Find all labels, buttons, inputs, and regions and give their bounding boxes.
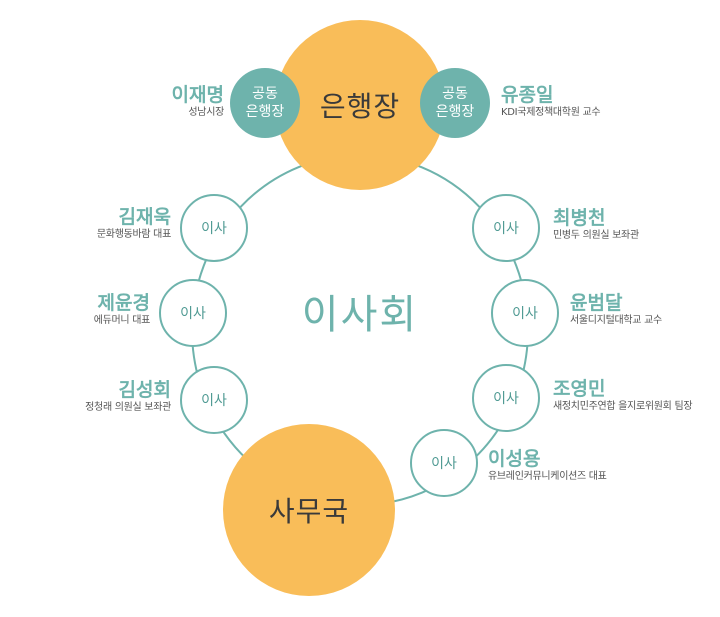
person-name: 김성회 xyxy=(118,379,171,401)
person-role: 서울디지털대학교 교수 xyxy=(570,315,662,326)
director-badge: 이사 xyxy=(180,366,248,434)
director-badge: 이사 xyxy=(472,364,540,432)
person-name: 김재욱 xyxy=(118,206,171,228)
person-role: KDI국제정책대학원 교수 xyxy=(501,107,601,118)
badge-label: 이사 xyxy=(180,306,206,322)
badge-line: 은행장 xyxy=(245,104,285,120)
person-name: 이성용 xyxy=(488,448,541,470)
badge-line: 공동 xyxy=(252,86,278,102)
person-role: 민병두 의원실 보좌관 xyxy=(553,230,639,241)
person-name: 제윤경 xyxy=(97,292,150,314)
director-lee-seongyong: 이성용 유브레인커뮤니케이션즈 대표 xyxy=(488,448,607,484)
director-badge: 이사 xyxy=(180,194,248,262)
person-name: 윤범달 xyxy=(570,292,623,314)
person-role: 새정치민주연합 을지로위원회 팀장 xyxy=(553,401,693,412)
director-badge: 이사 xyxy=(410,429,478,497)
chair-label: 은행장 xyxy=(319,90,401,123)
person-name: 최병천 xyxy=(553,207,606,229)
director-badge: 이사 xyxy=(472,194,540,262)
person-role: 정청래 의원실 보좌관 xyxy=(85,402,171,413)
joint-chair-badge: 공동 은행장 xyxy=(230,68,300,138)
chair-circle: 은행장 xyxy=(275,20,445,190)
badge-line: 은행장 xyxy=(435,104,475,120)
badge-label: 이사 xyxy=(512,306,538,322)
joint-chair-left: 이재명 성남시장 xyxy=(171,84,225,120)
secretariat-circle: 사무국 xyxy=(223,424,395,596)
badge-label: 이사 xyxy=(493,221,519,237)
person-role: 성남시장 xyxy=(188,107,224,118)
board-title: 이사회 xyxy=(301,292,419,338)
director-je-yungyeong: 제윤경 에듀머니 대표 xyxy=(93,292,151,328)
joint-chair-right: 유종일 KDI국제정책대학원 교수 xyxy=(501,84,601,120)
badge-label: 이사 xyxy=(493,391,519,407)
badge-label: 이사 xyxy=(201,221,227,237)
badge-label: 이사 xyxy=(431,456,457,472)
director-kim-jaeuk: 김재욱 문화행동바람 대표 xyxy=(97,206,171,242)
secretariat-label: 사무국 xyxy=(268,495,350,528)
director-kim-seonghoe: 김성회 정청래 의원실 보좌관 xyxy=(85,379,171,415)
director-jo-yeongmin: 조영민 새정치민주연합 을지로위원회 팀장 xyxy=(553,378,693,414)
person-role: 유브레인커뮤니케이션즈 대표 xyxy=(488,471,607,482)
director-yun-beomdal: 윤범달 서울디지털대학교 교수 xyxy=(570,292,662,328)
person-role: 문화행동바람 대표 xyxy=(96,229,171,240)
badge-label: 이사 xyxy=(201,393,227,409)
person-name: 조영민 xyxy=(553,378,606,400)
director-choi-byeongcheon: 최병천 민병두 의원실 보좌관 xyxy=(553,207,639,243)
director-badge: 이사 xyxy=(491,279,559,347)
joint-chair-badge: 공동 은행장 xyxy=(420,68,490,138)
badge-line: 공동 xyxy=(442,86,468,102)
director-badge: 이사 xyxy=(159,279,227,347)
person-name: 유종일 xyxy=(501,84,554,106)
person-role: 에듀머니 대표 xyxy=(93,315,151,326)
person-name: 이재명 xyxy=(171,84,224,106)
